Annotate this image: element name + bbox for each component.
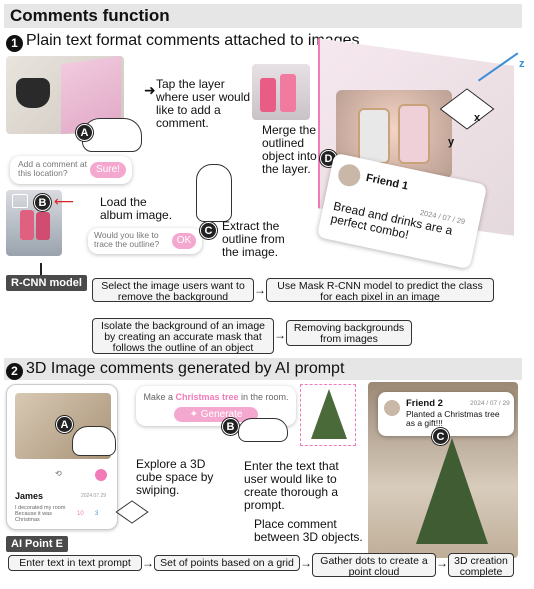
load-step-text: Load the album image.: [100, 195, 173, 222]
tap-step-text: Tap the layer where user would like to a…: [156, 77, 251, 130]
friend2-avatar: [384, 400, 400, 416]
drinks-photo: [252, 64, 310, 120]
prompt-text: Make a Christmas tree in the room.: [136, 392, 296, 402]
friend2-text: Planted a Christmas tree as a gift!!!: [406, 409, 500, 428]
prompt-prefix: Make a: [143, 392, 173, 402]
phone-mockup: ⟲ James 2024.07.29 I decorated my room B…: [6, 384, 118, 530]
layer-photo[interactable]: [6, 56, 124, 134]
page-title: Comments function: [4, 4, 522, 28]
hand-swipe-icon: [72, 426, 116, 456]
marker-b: B: [34, 194, 51, 211]
flow-down-line: [40, 263, 42, 275]
phone-date: 2024.07.29: [81, 493, 107, 499]
rotate-icon: ⟲: [55, 469, 62, 478]
generate-label: Generate: [200, 409, 243, 420]
merge-step-text: Merge the outlined object into the layer…: [262, 123, 317, 176]
flow2-box1: Enter text in text prompt: [8, 555, 142, 571]
section2-header-bar: [4, 358, 522, 380]
section2-heading-text: 3D Image comments generated by AI prompt: [26, 360, 345, 377]
enter-step-text: Enter the text that user would like to c…: [244, 459, 339, 512]
drink-shape-3: [260, 78, 276, 112]
generate-button[interactable]: ✦ Generate: [174, 407, 258, 422]
cup-shape: [358, 108, 390, 164]
album-photo[interactable]: [6, 190, 62, 256]
flow1-box2: Use Mask R-CNN model to predict the clas…: [266, 278, 494, 303]
flow-arrow-icon-4: →: [300, 556, 312, 570]
tree-thumbnail: [300, 384, 356, 446]
phone-reply-count[interactable]: 3: [95, 511, 99, 517]
flow1-box1: Select the image users want to remove th…: [92, 278, 254, 303]
place-step-text: Place comment between 3D objects.: [254, 517, 363, 544]
christmas-tree-shape: [416, 438, 488, 544]
rcnn-tag: R-CNN model: [6, 275, 87, 291]
phone-like-count[interactable]: 10: [77, 511, 84, 517]
friend2-comment-card: Friend 2 2024 / 07 / 29 Planted a Christ…: [378, 392, 514, 436]
section1-heading-text: Plain text format comments attached to i…: [26, 32, 360, 49]
small-cube-icon: [115, 500, 149, 524]
flow-arrow-icon-5: →: [436, 556, 448, 570]
sure-button[interactable]: Sure!: [90, 162, 126, 178]
marker-a: A: [76, 124, 93, 141]
extract-step-text: Extract the outline from the image.: [222, 219, 285, 259]
flow2-box4: 3D creation complete: [448, 553, 514, 578]
marker-c: C: [200, 222, 217, 239]
phone-comment: I decorated my room Because it was Chris…: [15, 505, 66, 523]
image-icon: [12, 194, 28, 208]
flow-arrow-icon-3: →: [142, 556, 154, 570]
ok-button[interactable]: OK: [172, 233, 196, 249]
drink-shape-4: [280, 74, 296, 112]
prompt-suffix: in the room.: [241, 392, 289, 402]
section1-number: 1: [6, 35, 23, 52]
friend1-avatar: [336, 162, 363, 189]
flow-arrow-icon: →: [254, 283, 266, 297]
axis-y-label: y: [448, 136, 455, 148]
prompt-highlight: Christmas tree: [175, 392, 239, 402]
flow1-box3: Isolate the background of an image by cr…: [92, 318, 274, 354]
tree-shape: [311, 389, 347, 439]
pointe-tag: AI Point E: [6, 536, 68, 552]
axis-x-label: x: [474, 112, 481, 124]
drink-shape-2: [36, 212, 50, 240]
cup-shape-2: [398, 104, 430, 164]
pink-dot-icon: [95, 469, 107, 481]
hand-point-icon: [196, 164, 232, 222]
trace-prompt: Would you like to trace the outline?: [94, 230, 160, 249]
marker-a-2: A: [56, 416, 73, 433]
drink-shape: [20, 210, 34, 240]
section2-number: 2: [6, 363, 23, 380]
flow2-box2: Set of points based on a grid: [154, 555, 300, 571]
add-comment-prompt: Add a comment at this location?: [18, 159, 87, 178]
hand-tap-icon-2: [238, 418, 288, 442]
bag-shape: [16, 78, 50, 108]
axis-z-label: z: [519, 58, 525, 70]
flow2-box3: Gather dots to create a point cloud: [312, 553, 436, 578]
arrow-right-icon: ➜: [144, 82, 156, 98]
friend2-date: 2024 / 07 / 29: [470, 400, 510, 407]
red-arrow-icon: ⟵: [54, 193, 75, 209]
trace-dialog: Would you like to trace the outline? OK: [88, 228, 202, 254]
marker-c-2: C: [432, 428, 449, 445]
phone-user: James: [15, 491, 44, 501]
friend2-name: Friend 2: [406, 398, 443, 409]
add-comment-dialog: Add a comment at this location? Sure!: [10, 156, 132, 184]
flow-arrow-icon-2: →: [274, 328, 286, 342]
explore-step-text: Explore a 3D cube space by swiping.: [136, 457, 214, 497]
flow1-box4: Removing backgrounds from images: [286, 320, 412, 346]
friend1-name: Friend 1: [364, 171, 410, 193]
sparkle-icon: ✦: [189, 409, 198, 420]
friend1-text: Bread and drinks are a perfect combo!: [329, 198, 454, 242]
marker-b-2: B: [222, 418, 239, 435]
